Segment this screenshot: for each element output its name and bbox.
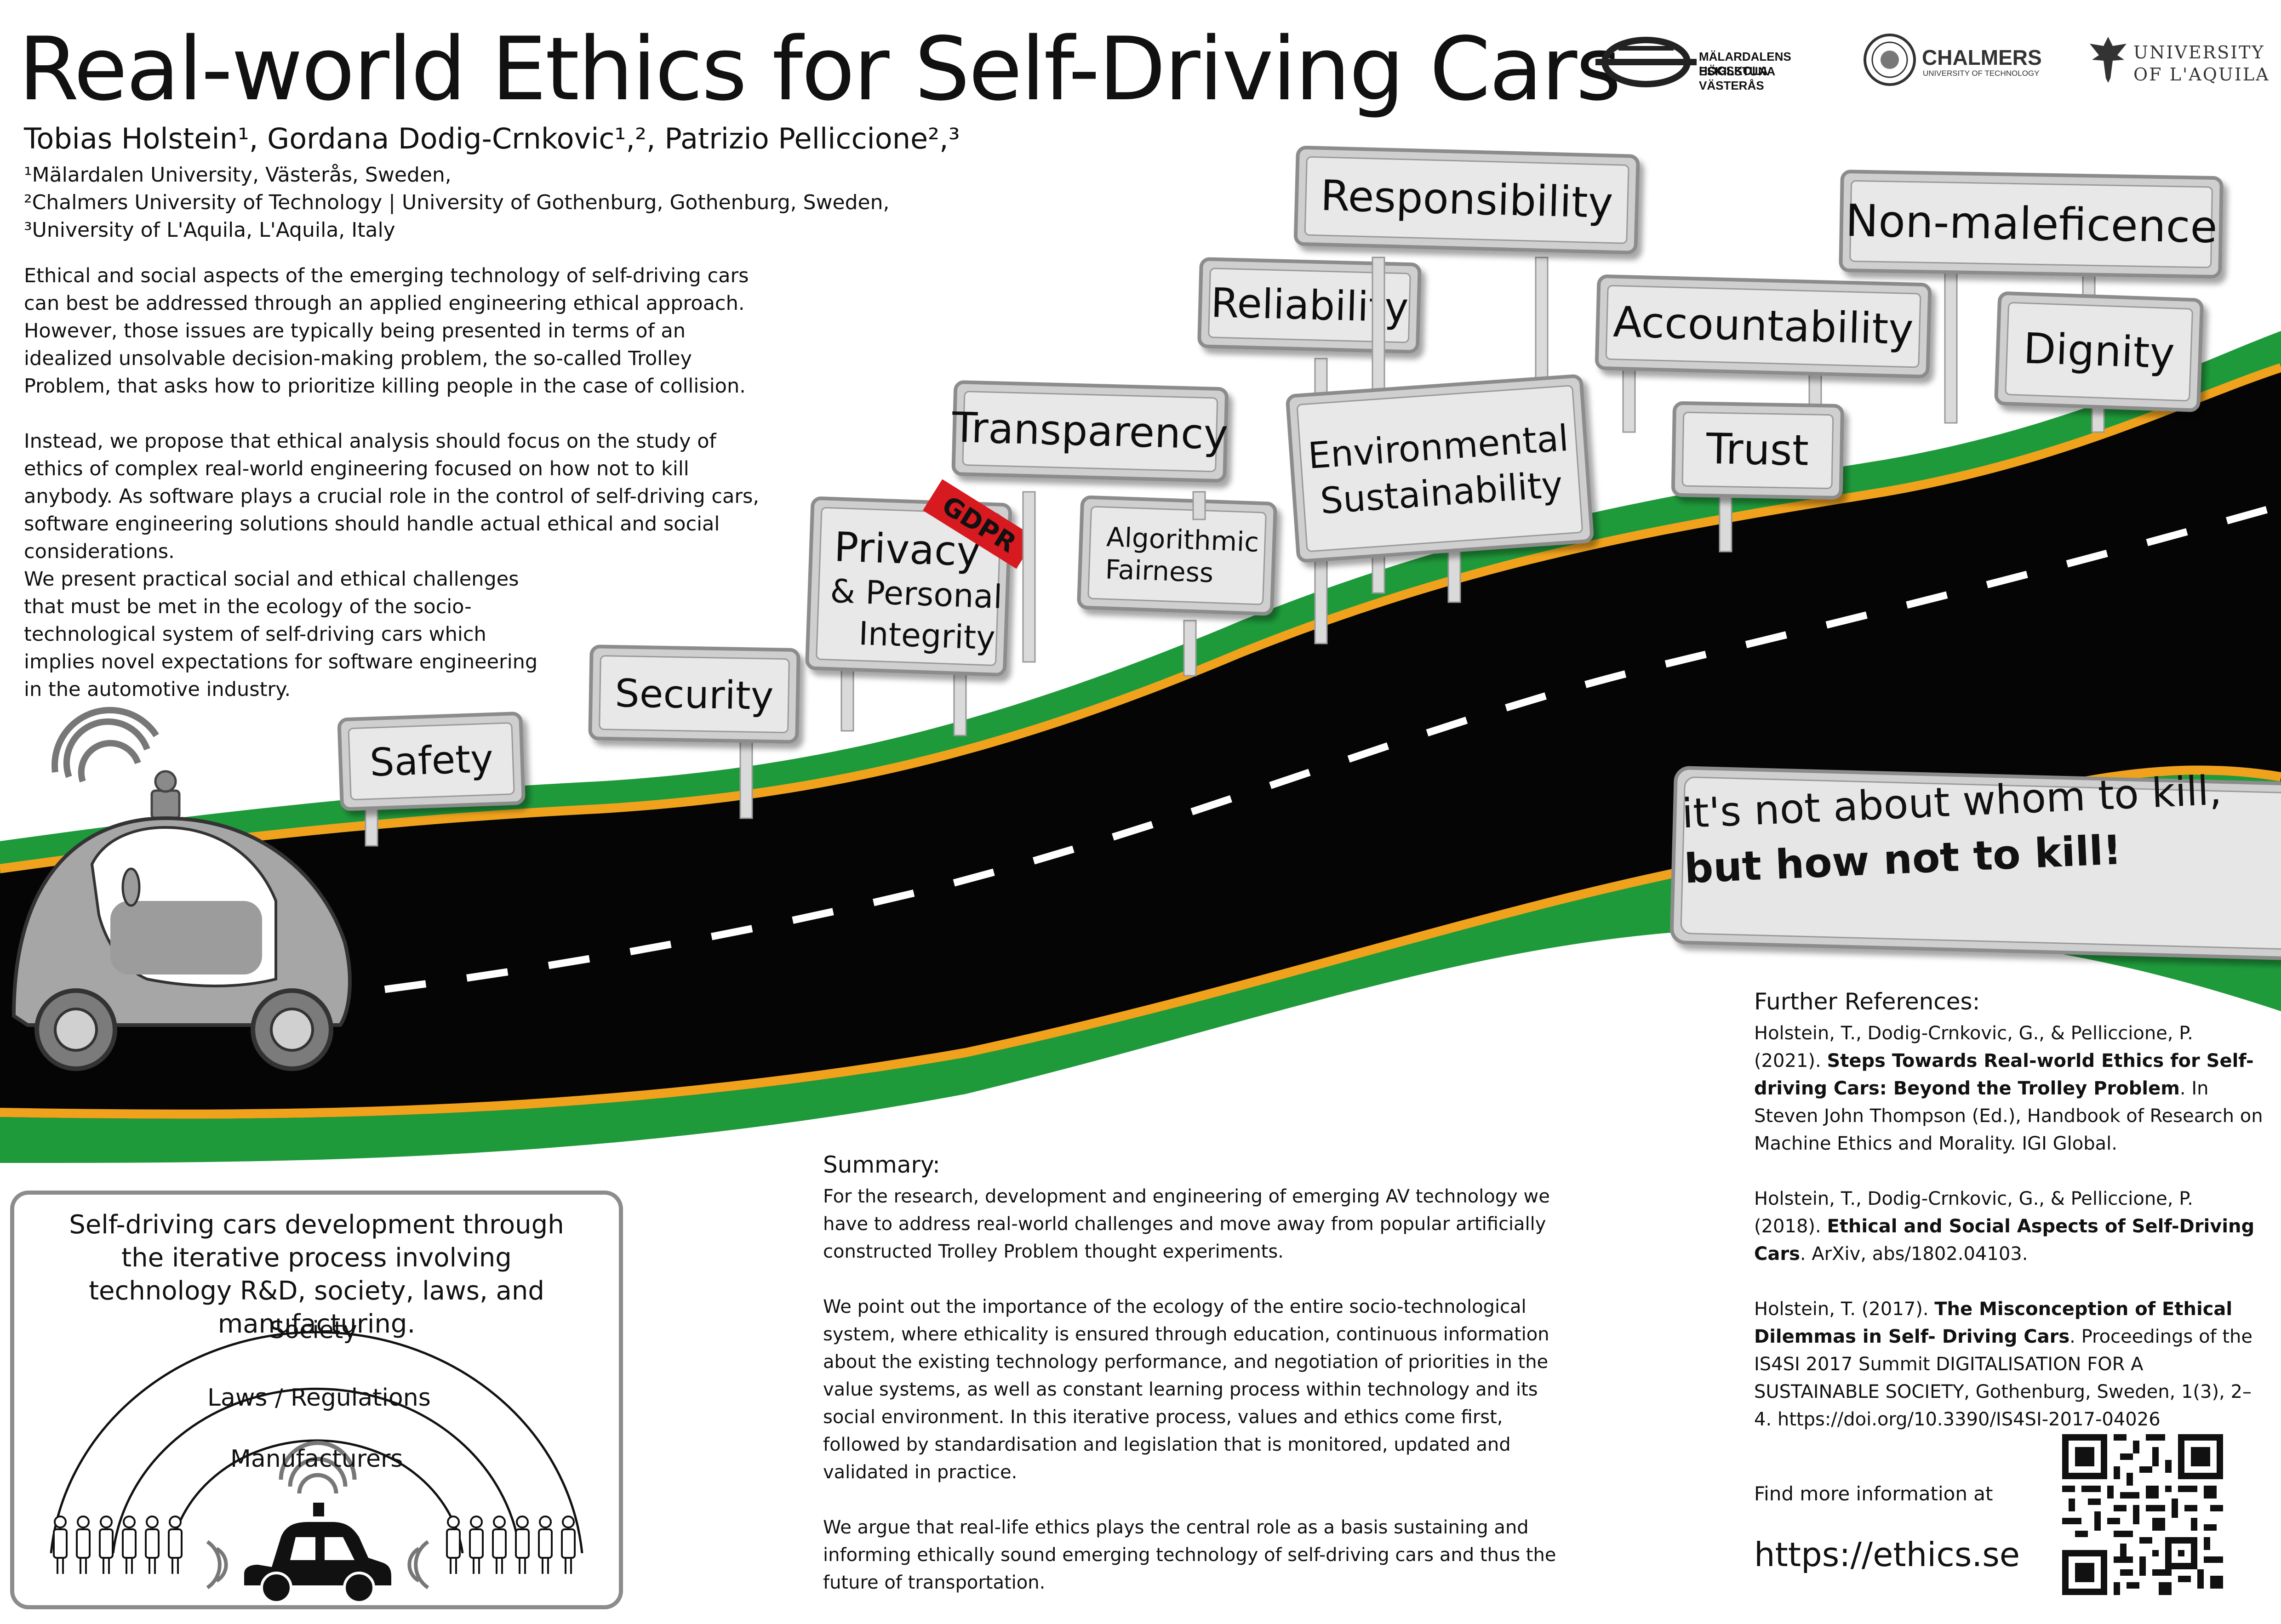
sign-algorithmic-line-2: Fairness xyxy=(1105,553,1214,588)
sign-accountability: Accountability xyxy=(1595,274,1932,433)
label-laws-regulations: Laws / Regulations xyxy=(207,1384,431,1412)
website-link[interactable]: https://ethics.se xyxy=(1754,1535,2020,1574)
mdh-logo: MÄLARDALENS HÖGSKOLA ESKILSTUNA VÄSTERÅS xyxy=(1595,32,1835,92)
sign-safety: Safety xyxy=(337,712,526,847)
sign-transparency-label: Transparency xyxy=(951,404,1229,459)
affiliation-1: ¹Mälardalen University, Västerås, Sweden… xyxy=(24,163,452,187)
sign-responsibility: Responsibility xyxy=(1293,146,1640,594)
aquila-logo: UNIVERSITY OF L'AQUILA xyxy=(2087,32,2271,92)
sign-safety-label: Safety xyxy=(369,736,494,785)
sign-responsibility-label: Responsibility xyxy=(1320,171,1614,228)
people-left-icon xyxy=(53,1516,183,1574)
people-right-icon xyxy=(446,1516,576,1574)
sign-non-maleficence: Non-maleficence xyxy=(1839,170,2224,424)
reference-authors: Holstein, T., Dodig-Crnkovic, G., & Pell… xyxy=(1754,1023,2193,1071)
sign-privacy-line-1: Privacy xyxy=(833,523,981,576)
find-more-label: Find more information at xyxy=(1754,1482,1993,1505)
sign-trust: Trust xyxy=(1671,401,1844,553)
sign-privacy-line-2: & Personal xyxy=(829,572,1003,616)
sign-transparency: Transparency xyxy=(951,380,1229,663)
sign-trust-label: Trust xyxy=(1705,424,1809,475)
aquila-name-1: UNIVERSITY xyxy=(2133,42,2265,63)
authors: Tobias Holstein¹, Gordana Dodig-Crnkovic… xyxy=(24,122,960,155)
road-surface xyxy=(0,372,2281,1119)
reference-item: Holstein, T., Dodig-Crnkovic, G., & Pell… xyxy=(1754,1185,2264,1268)
affiliation-3: ³University of L'Aquila, L'Aquila, Italy xyxy=(24,218,395,242)
chalmers-seal-icon xyxy=(1864,34,1916,86)
poster-title: Real-world Ethics for Self-Driving Cars xyxy=(18,18,1621,120)
eagle-icon xyxy=(2090,37,2127,83)
intro-paragraph-1: Ethical and social aspects of the emergi… xyxy=(24,264,749,398)
reference-title: Steps Towards Real-world Ethics for Self… xyxy=(1754,1050,2254,1099)
label-manufacturers: Manufacturers xyxy=(230,1445,403,1473)
road-scene: Safety Security Privacy & Personal Integ… xyxy=(0,146,2281,1163)
mdh-emblem-icon xyxy=(1595,37,1697,87)
reference-item: Holstein, T., Dodig-Crnkovic, G., & Pell… xyxy=(1754,1020,2264,1157)
summary-paragraph-3: We argue that real-life ethics plays the… xyxy=(823,1517,1556,1593)
references-heading: Further References: xyxy=(1754,988,1980,1015)
summary-paragraph-1: For the research, development and engine… xyxy=(823,1186,1550,1262)
sign-non-maleficence-label: Non-maleficence xyxy=(1845,195,2218,253)
reference-venue: . In Steven John Thompson (Ed.), Handboo… xyxy=(1754,1078,2263,1154)
process-arcs xyxy=(50,1331,583,1604)
sign-dignity-label: Dignity xyxy=(2023,324,2176,378)
mdh-location: ESKILSTUNA VÄSTERÅS xyxy=(1699,64,1775,92)
sign-accountability-label: Accountability xyxy=(1612,297,1914,354)
sign-dignity: Dignity xyxy=(1994,291,2204,433)
reference-authors: Holstein, T. (2017). xyxy=(1754,1299,1935,1320)
reference-item: Holstein, T. (2017). The Misconception o… xyxy=(1754,1295,2264,1433)
self-driving-car-icon xyxy=(11,707,352,1071)
qr-code-icon[interactable] xyxy=(2062,1434,2223,1595)
chalmers-name: CHALMERS xyxy=(1922,46,2042,69)
sign-privacy-line-3: Integrity xyxy=(858,615,996,657)
references-section: Further References: Holstein, T., Dodig-… xyxy=(1754,988,2264,1461)
summary-heading: Summary: xyxy=(823,1151,940,1178)
summary-paragraph-2: We point out the importance of the ecolo… xyxy=(823,1296,1549,1483)
reference-venue: . Proceedings of the IS4SI 2017 Summit D… xyxy=(1754,1326,2252,1430)
road-edge-top xyxy=(0,363,2281,873)
mdh-name: MÄLARDALENS HÖGSKOLA xyxy=(1699,50,1791,78)
label-society: Society xyxy=(269,1316,358,1344)
sign-algorithmic-fairness: Algorithmic Fairness xyxy=(1077,495,1277,677)
slogan-board xyxy=(1670,766,2281,963)
reference-authors: Holstein, T., Dodig-Crnkovic, G., & Pell… xyxy=(1754,1188,2193,1237)
small-car-icon xyxy=(206,1441,429,1604)
aquila-name-2: OF L'AQUILA xyxy=(2133,64,2270,85)
process-title: Self-driving cars development through th… xyxy=(69,1210,564,1339)
reference-title: Ethical and Social Aspects of Self-Drivi… xyxy=(1754,1216,2255,1265)
chalmers-subtitle: UNIVERSITY OF TECHNOLOGY xyxy=(1923,69,2040,78)
process-diagram-box: Self-driving cars development through th… xyxy=(10,1191,623,1609)
sign-environmental-sustainability: Environmental Sustainability xyxy=(1286,374,1594,603)
sign-security: Security xyxy=(588,644,800,819)
intro-paragraph-2: Instead, we propose that ethical analysi… xyxy=(24,430,760,563)
reference-title: The Misconception of Ethical Dilemmas in… xyxy=(1754,1299,2233,1347)
summary-section: Summary: For the research, development a… xyxy=(823,1151,1559,1624)
sign-security-label: Security xyxy=(615,671,774,718)
intro-paragraph-3: We present practical social and ethical … xyxy=(24,568,538,701)
chalmers-logo: CHALMERS UNIVERSITY OF TECHNOLOGY xyxy=(1862,32,2055,92)
sign-algorithmic-line-1: Algorithmic xyxy=(1106,521,1259,558)
reference-venue: . ArXiv, abs/1802.04103. xyxy=(1800,1243,2028,1265)
sign-privacy: Privacy & Personal Integrity GDPR xyxy=(805,479,1036,736)
affiliation-2: ²Chalmers University of Technology | Uni… xyxy=(24,191,890,214)
